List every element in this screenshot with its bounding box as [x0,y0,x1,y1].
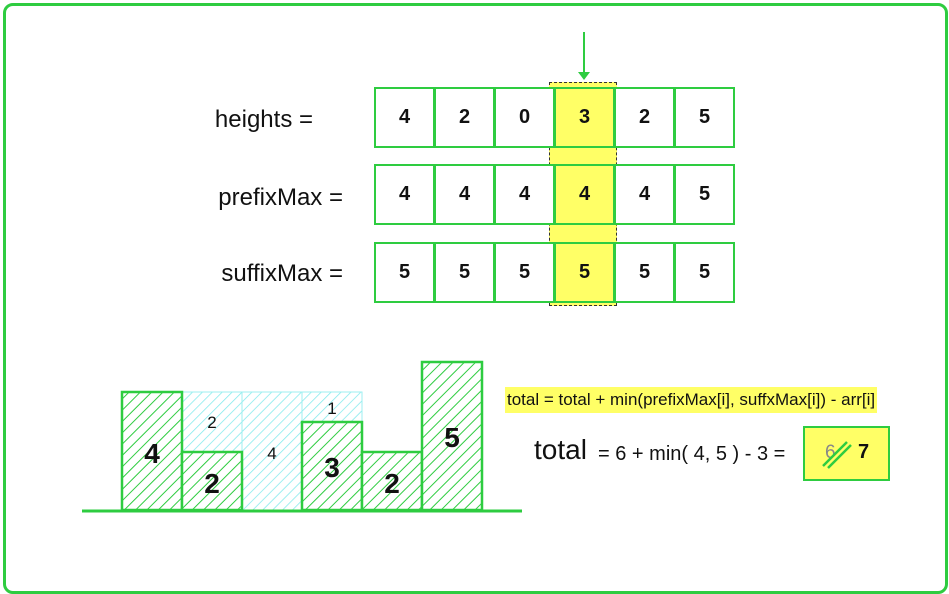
prefixmax-cell-5: 5 [674,164,735,225]
prefixmax-label: prefixMax = [218,184,343,211]
suffixmax-cell-2: 5 [494,242,555,303]
formula-text: total = total + min(prefixMax[i], suffxM… [505,387,878,413]
bar-label-1: 2 [204,468,220,499]
suffixmax-cell-1: 5 [434,242,495,303]
water-block-3 [301,391,363,423]
water-block-2 [241,391,303,511]
suffixmax-label: suffixMax = [221,260,343,287]
bar-label-5: 5 [444,422,460,453]
prefixmax-cell-0: 4 [374,164,435,225]
water-label-1: 2 [207,413,216,432]
prefixmax-cell-3: 4 [554,164,615,225]
water-label-3: 1 [327,399,336,418]
new-total-value: 7 [858,441,870,463]
heights-cell-3: 3 [554,87,615,148]
result-box: 6 7 [803,426,890,481]
total-expression: = 6 + min( 4, 5 ) - 3 = [598,443,786,465]
suffixmax-cell-5: 5 [674,242,735,303]
water-block-1 [181,391,243,453]
bar-5 [420,360,484,512]
bar-0 [120,390,184,512]
bar-label-0: 4 [144,438,160,469]
bar-label-4: 2 [384,468,400,499]
bar-label-3: 3 [324,452,340,483]
prefixmax-cell-4: 4 [614,164,675,225]
total-word: total [534,434,587,465]
heights-label: heights = [214,106,313,133]
water-label-middle: 4 [267,444,276,463]
suffixmax-cell-3: 5 [554,242,615,303]
old-total-value: 6 [825,442,836,463]
strikeout-mark [822,441,852,469]
heights-cell-5: 5 [674,87,735,148]
bar-1 [180,450,244,512]
heights-cell-1: 2 [434,87,495,148]
prefixmax-cell-1: 4 [434,164,495,225]
heights-cell-4: 2 [614,87,675,148]
